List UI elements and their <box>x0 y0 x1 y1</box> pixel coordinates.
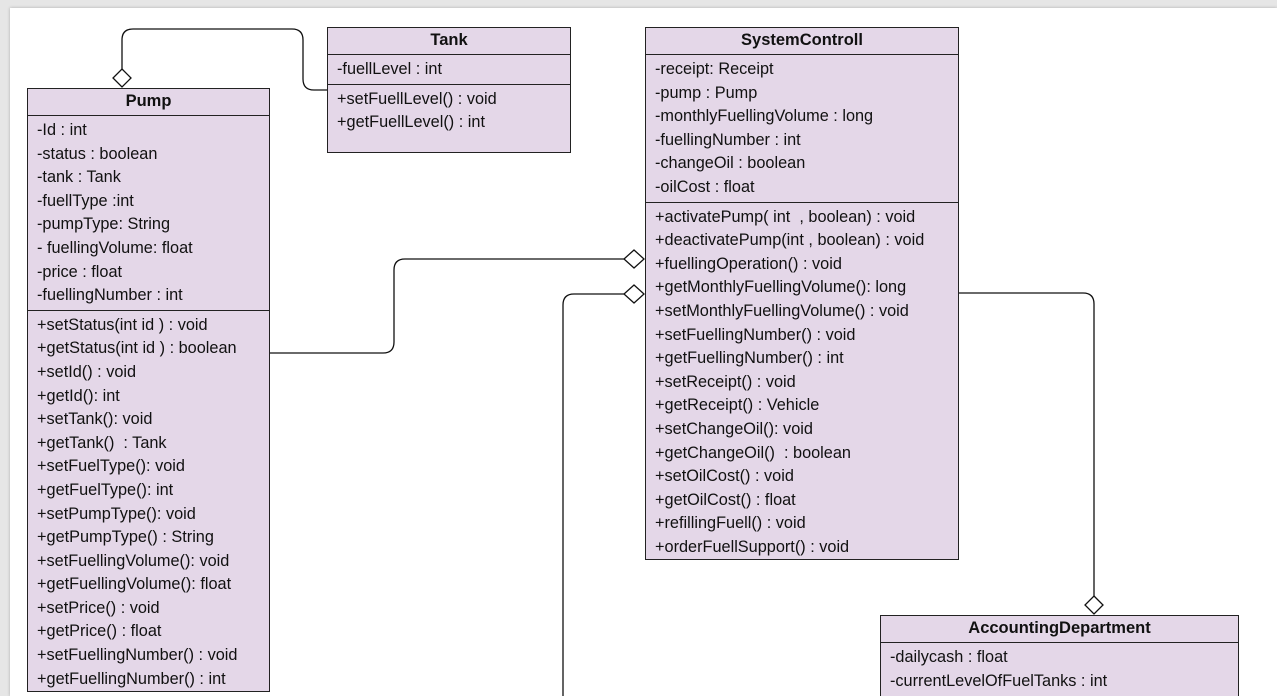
method-row: +getReceipt() : Vehicle <box>655 396 820 415</box>
method-row: +getPumpType() : String <box>37 528 214 547</box>
method-row: +getFuellingNumber() : int <box>37 669 226 688</box>
uml-class-tank: Tank -fuellLevel : int +setFuellLevel() … <box>327 27 571 153</box>
class-name: SystemControll <box>646 28 958 55</box>
uml-class-pump: Pump -Id : int -status : boolean -tank :… <box>27 88 270 692</box>
attribute-row: - fuellingVolume: float <box>37 238 193 257</box>
attribute-row: -pump : Pump <box>655 83 758 102</box>
method-row: +getStatus(int id ) : boolean <box>37 339 237 358</box>
attribute-row: -monthlyFuellingVolume : long <box>655 107 874 126</box>
method-row: +setOilCost() : void <box>655 467 794 486</box>
method-row: +setFuellLevel() : void <box>337 89 497 108</box>
attribute-row: -pumpType: String <box>37 215 171 234</box>
method-row: +setId() : void <box>37 362 137 381</box>
method-section: +activatePump( int , boolean) : void +de… <box>646 203 958 562</box>
attribute-section: -fuellLevel : int <box>328 55 570 85</box>
method-section: +setStatus(int id ) : void +getStatus(in… <box>28 311 269 694</box>
attribute-row: -Id : int <box>37 121 87 139</box>
attribute-row: -oilCost : float <box>655 177 755 196</box>
class-name: AccountingDepartment <box>881 616 1238 643</box>
attribute-row: -fuellingNumber : int <box>37 286 183 305</box>
method-row: +setPrice() : void <box>37 598 160 617</box>
attribute-row: -fuellLevel : int <box>337 60 442 78</box>
method-row: +refillingFuell() : void <box>655 514 806 533</box>
method-row: +setPumpType(): void <box>37 504 196 523</box>
attribute-row: -dailycash : float <box>890 648 1008 666</box>
uml-class-systemcontroll: SystemControll -receipt: Receipt -pump :… <box>645 27 959 560</box>
method-row: +getTank() : Tank <box>37 433 167 452</box>
attribute-section: -receipt: Receipt -pump : Pump -monthlyF… <box>646 55 958 203</box>
method-row: +getFuellLevel() : int <box>337 113 485 132</box>
method-row: +getFuellingNumber() : int <box>655 349 844 368</box>
method-row: +setMonthlyFuellingVolume() : void <box>655 301 909 320</box>
method-row: +deactivatePump(int , boolean) : void <box>655 231 925 250</box>
method-row: +setFuellingNumber() : void <box>655 325 856 344</box>
attribute-row: -price : float <box>37 262 123 281</box>
attribute-row: -status : boolean <box>37 144 158 163</box>
attribute-row: -currentLevelOfFuelTanks : int <box>890 671 1108 690</box>
method-row: +activatePump( int , boolean) : void <box>655 207 916 226</box>
method-row: +setTank(): void <box>37 410 153 429</box>
method-row: +setReceipt() : void <box>655 372 796 391</box>
attribute-row: -changeOil : boolean <box>655 154 806 173</box>
attribute-section: -Id : int -status : boolean -tank : Tank… <box>28 116 269 311</box>
method-row: +setFuelType(): void <box>37 457 185 476</box>
attribute-row: -fuellType :int <box>37 191 134 210</box>
class-name: Tank <box>328 28 570 55</box>
attribute-row: -tank : Tank <box>37 168 121 187</box>
method-row: +getFuellingVolume(): float <box>37 575 232 594</box>
method-row: +setFuellingVolume(): void <box>37 551 230 570</box>
method-section: +setFuellLevel() : void +getFuellLevel()… <box>328 85 570 137</box>
method-row: +getFuelType(): int <box>37 480 174 499</box>
attribute-row: -fuellingNumber : int <box>655 130 801 149</box>
method-row: +getPrice() : float <box>37 622 162 641</box>
method-row: +getId(): int <box>37 386 120 405</box>
attribute-section: -dailycash : float -currentLevelOfFuelTa… <box>881 643 1238 695</box>
method-row: +fuellingOperation() : void <box>655 254 842 273</box>
uml-class-accountingdepartment: AccountingDepartment -dailycash : float … <box>880 615 1239 696</box>
method-row: +orderFuellSupport() : void <box>655 537 850 556</box>
method-row: +setFuellingNumber() : void <box>37 646 238 665</box>
attribute-row: -receipt: Receipt <box>655 60 774 78</box>
method-row: +setStatus(int id ) : void <box>37 315 208 334</box>
method-row: +getMonthlyFuellingVolume(): long <box>655 278 907 297</box>
method-row: +getChangeOil() : boolean <box>655 443 851 462</box>
method-row: +getOilCost() : float <box>655 490 796 509</box>
class-name: Pump <box>28 89 269 116</box>
method-row: +setChangeOil(): void <box>655 419 813 438</box>
